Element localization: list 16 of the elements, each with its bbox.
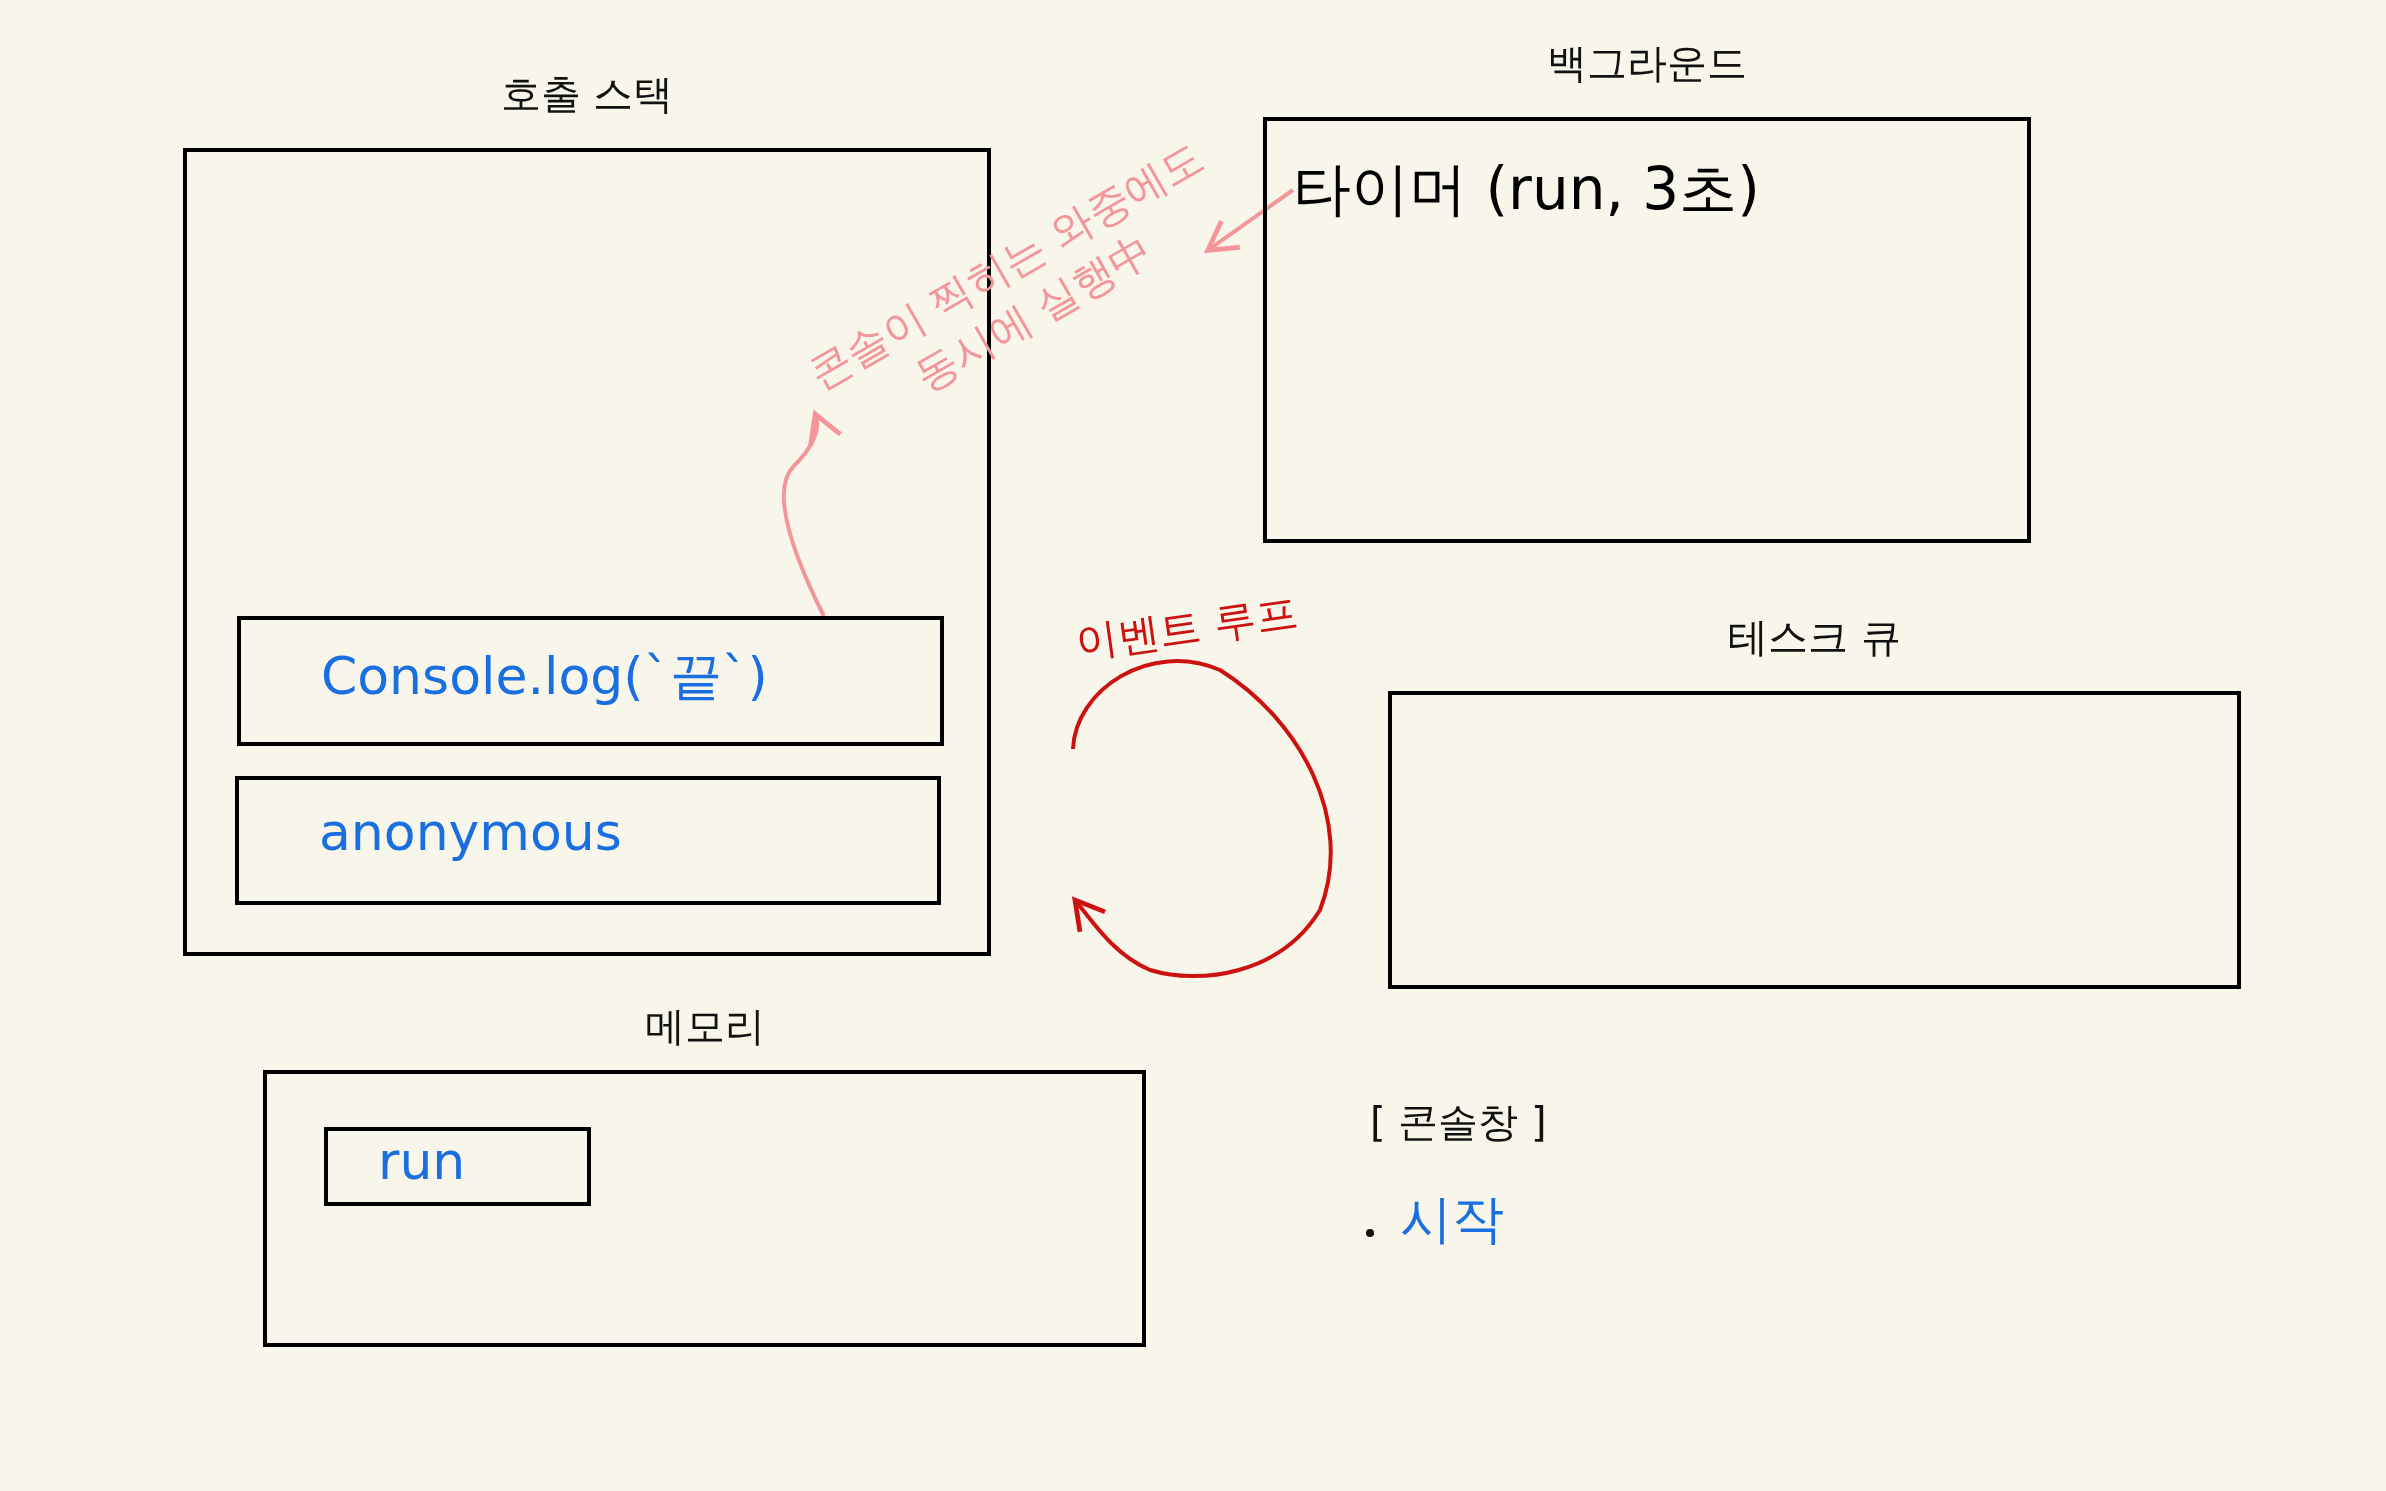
loop-label: 이벤트 루프 bbox=[1072, 586, 1302, 670]
box-label: Console.log(`끝`) bbox=[321, 645, 768, 708]
box-label: run bbox=[378, 1131, 466, 1191]
box-heading: 메모리 bbox=[643, 1002, 766, 1051]
arrow bbox=[1205, 188, 1295, 253]
stack-frame-box bbox=[237, 616, 944, 746]
console-output: 시작 bbox=[1400, 1188, 1504, 1251]
arrow bbox=[781, 411, 842, 617]
console-heading: [ 콘솔창 ] bbox=[1370, 1098, 1547, 1147]
timer-text: 타이머 (run, 3초) bbox=[1293, 151, 1760, 229]
stack-frame-box bbox=[235, 776, 941, 905]
box-heading: 백그라운드 bbox=[1546, 39, 1748, 88]
box-heading: 테스크 큐 bbox=[1727, 613, 1902, 662]
memory-item-box bbox=[324, 1127, 591, 1206]
box-heading: 호출 스택 bbox=[499, 70, 675, 119]
box-label: anonymous bbox=[319, 802, 622, 862]
